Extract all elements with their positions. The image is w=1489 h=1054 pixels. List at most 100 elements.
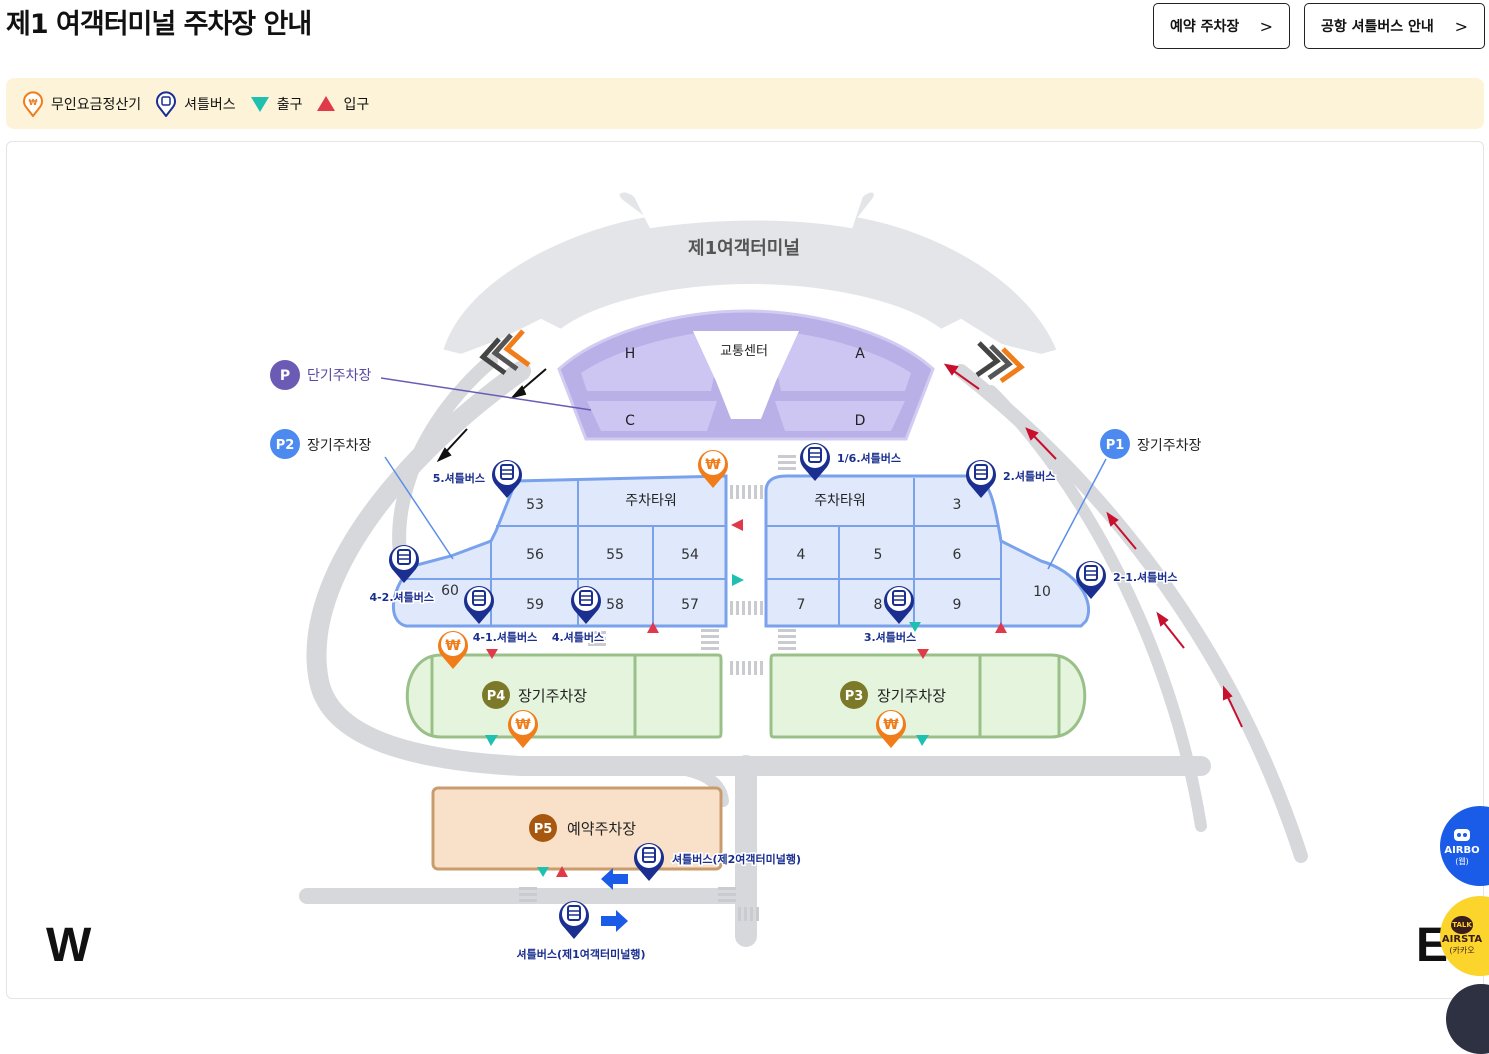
reservation-parking-button[interactable]: 예약 주차장 > [1153,3,1290,49]
direction-arrows [436,363,1243,728]
shuttle-stop-2[interactable]: 2.셔틀버스 [965,459,1057,499]
p1-badge-text: P1 [1106,438,1125,453]
p2-label: 장기주차장 [307,438,372,454]
parking-map-svg: 제1여객터미널 [270,188,1308,963]
pay-machine-icon[interactable]: ₩ [508,710,538,748]
zone-60: 60 [441,583,459,599]
arrow-left-icon [601,868,628,890]
pay-machine-icon: ₩ [23,90,43,117]
legend-item-entrance: 입구 [316,94,369,114]
shuttle-stop-4-1[interactable]: 4-1.셔틀버스 [463,585,539,646]
p2-badge-text: P2 [276,438,295,453]
zone-4: 4 [797,547,806,563]
callout-p2[interactable]: P2 장기주차장 [270,429,454,560]
shuttle-stops: 5.셔틀버스 1/6.셔틀버스 2.셔틀버스 4-2.셔틀버스 4-1.셔틀버스… [368,442,1179,963]
shuttle-stop-1-6[interactable]: 1/6.셔틀버스 [799,442,902,482]
pay-machines: ₩ ₩ ₩ ₩ [438,450,906,748]
p1-label: 장기주차장 [1137,438,1202,454]
shuttle-stop-4-label: 4.셔틀버스 [552,630,604,644]
zone-54: 54 [681,547,699,563]
shuttle-stop-3-label: 3.셔틀버스 [864,630,916,644]
legend-label-shuttle: 셔틀버스 [184,96,236,113]
chevron-right-icon: > [1454,16,1468,36]
shuttle-stop-4-1-label: 4-1.셔틀버스 [473,630,538,644]
shuttle-stop-2-1-label: 2-1.셔틀버스 [1113,570,1178,584]
page-title: 제1 여객터미널 주차장 안내 [6,9,312,40]
legend-item-shuttle: 셔틀버스 [155,90,236,117]
shuttle-guide-button[interactable]: 공항 셔틀버스 안내 > [1304,3,1485,49]
p5-badge-text: P5 [534,822,553,837]
airstar-label: AIRSTA [1441,934,1483,945]
p2-long-term-parking[interactable]: 주차타워 53 56 55 54 59 58 57 60 [391,474,728,628]
legend-label-exit: 출구 [276,96,303,113]
arrow-right-icon [601,910,628,932]
shuttle-stop-t2[interactable]: 셔틀버스(제2여객터미널행) [633,842,803,882]
svg-text:₩: ₩ [883,717,899,733]
chevron-right-icon: > [1259,16,1273,36]
zone-57: 57 [681,597,699,613]
robot-icon [1454,829,1470,841]
shuttle-stop-4-2-label: 4-2.셔틀버스 [369,590,434,604]
p3-label: 장기주차장 [877,687,946,705]
zone-5: 5 [874,547,883,563]
entrance-triangle-icon [317,95,336,111]
zone-56: 56 [526,547,544,563]
shuttle-direction-arrows [601,868,628,932]
airbot-label: AIRBO [1444,845,1480,856]
shuttle-stop-1-6-label: 1/6.셔틀버스 [837,451,901,465]
reservation-parking-label: 예약 주차장 [1170,19,1240,35]
zone-c: C [625,413,635,429]
legend-item-pay: ₩ 무인요금정산기 [22,90,141,117]
airstar-kakao-button[interactable]: TALK AIRSTA (카카오 [1440,896,1489,976]
shuttle-stop-3[interactable]: 3.셔틀버스 [862,585,918,646]
tower-label-west: 주차타워 [625,493,677,509]
shuttle-stop-t1[interactable]: 셔틀버스(제1여객터미널행) [515,900,647,963]
tower-label-east: 주차타워 [814,493,866,509]
pay-machine-icon[interactable]: ₩ [438,631,468,669]
zone-58: 58 [606,597,624,613]
entry-chevron-right-icon [975,341,1025,384]
short-term-parking: 교통센터 H A C D [557,309,935,441]
svg-text:₩: ₩ [445,638,461,654]
shuttle-stop-4[interactable]: 4.셔틀버스 [550,585,606,646]
shuttle-stop-2-1[interactable]: 2-1.셔틀버스 [1075,560,1179,600]
zone-10: 10 [1033,584,1051,600]
p3-badge [840,681,868,709]
shuttle-stop-4-2[interactable]: 4-2.셔틀버스 [368,544,436,606]
svg-text:₩: ₩ [29,98,38,107]
shuttle-stop-5[interactable]: 5.셔틀버스 [431,459,523,499]
compass-west: W [46,919,92,972]
callout-p1[interactable]: P1 장기주차장 [1047,429,1202,570]
p4-badge-text: P4 [487,689,506,704]
zone-7: 7 [797,597,806,613]
shuttle-stop-5-label: 5.셔틀버스 [433,471,485,485]
entry-chevron-left-icon [479,329,531,376]
entrance-markers [486,519,1007,877]
zone-8: 8 [874,597,883,613]
svg-text:₩: ₩ [515,717,531,733]
zone-55: 55 [606,547,624,563]
p5-label: 예약주차장 [567,820,636,838]
map-legend: ₩ 무인요금정산기 셔틀버스 출구 입구 [6,78,1484,129]
p4-label: 장기주차장 [518,687,587,705]
terminal-building: 제1여객터미널 [438,188,1062,359]
terminal-label: 제1여객터미널 [688,238,800,259]
kakao-talk-icon: TALK [1451,916,1473,934]
p4-long-term-parking[interactable]: P4 장기주차장 [405,653,723,739]
zone-d: D [855,413,866,429]
pay-machine-icon[interactable]: ₩ [698,450,728,488]
zone-3: 3 [953,497,962,513]
svg-text:₩: ₩ [705,457,721,473]
parking-map: 제1여객터미널 [6,141,1484,999]
zone-53: 53 [526,497,544,513]
legend-label-entrance: 입구 [343,96,370,113]
zone-h: H [625,346,636,362]
p1-long-term-parking[interactable]: 주차타워 3 4 5 6 7 8 9 10 [764,474,1091,628]
pay-machine-icon[interactable]: ₩ [876,710,906,748]
p3-long-term-parking[interactable]: P3 장기주차장 [769,653,1087,739]
shuttle-stop-t1-label: 셔틀버스(제1여객터미널행) [516,947,645,961]
exit-triangle-icon [250,96,269,112]
callout-short-term[interactable]: P 단기주차장 [270,360,592,411]
p4-badge [482,681,510,709]
shuttle-stop-2-label: 2.셔틀버스 [1003,469,1055,483]
